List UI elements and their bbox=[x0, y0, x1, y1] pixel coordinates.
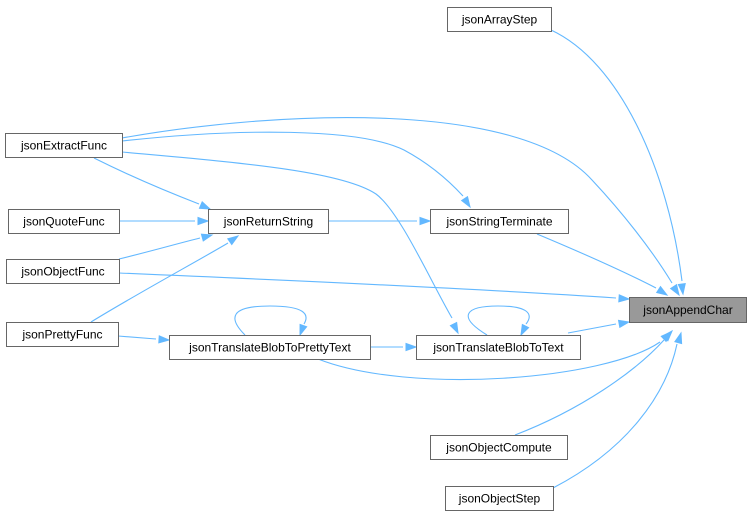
edges-layer bbox=[90, 29, 686, 489]
arrowhead bbox=[661, 329, 674, 342]
edge-jsonQuoteFunc-to-jsonReturnString bbox=[119, 216, 210, 226]
node-label: jsonPrettyFunc bbox=[21, 328, 102, 342]
node-jsonQuoteFunc[interactable]: jsonQuoteFunc bbox=[8, 209, 120, 234]
edge-line bbox=[234, 305, 307, 336]
edge-line bbox=[118, 272, 617, 299]
edge-line bbox=[567, 323, 617, 334]
arrowhead bbox=[419, 216, 432, 226]
node-label: jsonStringTerminate bbox=[445, 215, 552, 229]
node-label: jsonExtractFunc bbox=[20, 139, 107, 153]
node-jsonTranslateBlobToPrettyText[interactable]: jsonTranslateBlobToPrettyText bbox=[169, 335, 371, 360]
node-box[interactable] bbox=[6, 322, 119, 347]
node-jsonReturnString[interactable]: jsonReturnString bbox=[208, 209, 329, 234]
edge-line bbox=[121, 117, 673, 284]
arrowhead bbox=[655, 285, 669, 296]
edge-jsonObjectFunc-to-jsonReturnString bbox=[118, 233, 214, 260]
node-box[interactable] bbox=[416, 335, 581, 360]
edge-jsonObjectFunc-to-jsonAppendChar bbox=[118, 272, 631, 303]
arrowhead bbox=[449, 321, 459, 335]
edge-jsonTranslateBlobToText-to-jsonTranslateBlobToText bbox=[467, 305, 530, 337]
arrowhead bbox=[198, 200, 212, 210]
node-label: jsonReturnString bbox=[223, 215, 313, 229]
arrowhead bbox=[299, 323, 308, 337]
arrowhead bbox=[617, 319, 631, 329]
edge-line bbox=[121, 151, 453, 319]
edge-line bbox=[118, 237, 201, 260]
node-jsonExtractFunc[interactable]: jsonExtractFunc bbox=[5, 133, 123, 158]
node-box[interactable] bbox=[6, 259, 120, 284]
node-jsonAppendChar[interactable]: jsonAppendChar bbox=[629, 297, 747, 323]
node-box[interactable] bbox=[447, 7, 552, 32]
node-label: jsonObjectStep bbox=[458, 492, 541, 506]
node-jsonArrayStep[interactable]: jsonArrayStep bbox=[447, 7, 552, 32]
edge-line bbox=[90, 242, 229, 323]
node-jsonObjectCompute[interactable]: jsonObjectCompute bbox=[430, 435, 568, 460]
arrowhead bbox=[618, 294, 631, 303]
arrowhead bbox=[197, 216, 210, 226]
node-label: jsonAppendChar bbox=[642, 303, 732, 317]
edge-jsonObjectStep-to-jsonAppendChar bbox=[552, 331, 683, 489]
edge-line bbox=[514, 339, 665, 436]
edge-line bbox=[317, 341, 661, 381]
node-box[interactable] bbox=[629, 297, 747, 323]
edge-jsonReturnString-to-jsonStringTerminate bbox=[328, 216, 432, 226]
node-box[interactable] bbox=[208, 209, 329, 234]
edge-line bbox=[550, 29, 683, 282]
edge-jsonObjectCompute-to-jsonAppendChar bbox=[514, 329, 674, 436]
node-box[interactable] bbox=[445, 486, 554, 511]
edge-jsonExtractFunc-to-jsonTranslateBlobToText bbox=[121, 151, 459, 335]
node-jsonStringTerminate[interactable]: jsonStringTerminate bbox=[430, 209, 569, 234]
node-label: jsonObjectFunc bbox=[20, 265, 104, 279]
edge-jsonArrayStep-to-jsonAppendChar bbox=[550, 29, 686, 296]
edge-line bbox=[467, 305, 530, 336]
edge-jsonTranslateBlobToText-to-jsonAppendChar bbox=[567, 319, 631, 334]
node-box[interactable] bbox=[169, 335, 371, 360]
node-box[interactable] bbox=[430, 435, 568, 460]
edge-jsonTranslateBlobToPrettyText-to-jsonTranslateBlobToPrettyText bbox=[234, 305, 308, 337]
edge-line bbox=[536, 233, 657, 289]
nodes-layer: jsonArrayStep jsonExtractFunc jsonQuoteFun… bbox=[5, 7, 747, 511]
node-jsonPrettyFunc[interactable]: jsonPrettyFunc bbox=[6, 322, 119, 347]
edge-jsonTranslateBlobToPrettyText-to-jsonTranslateBlobToText bbox=[370, 342, 418, 352]
node-box[interactable] bbox=[430, 209, 569, 234]
arrowhead bbox=[158, 335, 171, 344]
node-jsonObjectStep[interactable]: jsonObjectStep bbox=[445, 486, 554, 511]
node-label: jsonArrayStep bbox=[461, 13, 538, 27]
edge-line bbox=[117, 335, 157, 340]
edge-line bbox=[93, 157, 200, 205]
edge-jsonExtractFunc-to-jsonStringTerminate bbox=[121, 131, 471, 209]
arrowhead bbox=[677, 283, 686, 296]
node-label: jsonObjectCompute bbox=[445, 441, 552, 455]
arrowhead bbox=[669, 283, 680, 297]
arrowhead bbox=[200, 233, 214, 242]
node-jsonObjectFunc[interactable]: jsonObjectFunc bbox=[6, 259, 120, 284]
node-label: jsonQuoteFunc bbox=[22, 215, 104, 229]
arrowhead bbox=[674, 331, 683, 345]
node-label: jsonTranslateBlobToText bbox=[432, 341, 564, 355]
arrowhead bbox=[405, 342, 418, 352]
arrowhead bbox=[226, 235, 240, 246]
edge-line bbox=[552, 343, 678, 489]
edge-jsonPrettyFunc-to-jsonReturnString bbox=[90, 235, 240, 323]
edge-jsonExtractFunc-to-jsonReturnString bbox=[93, 157, 212, 210]
edge-jsonExtractFunc-to-jsonAppendChar bbox=[121, 117, 680, 297]
arrowhead bbox=[460, 195, 471, 209]
node-box[interactable] bbox=[5, 133, 123, 158]
edge-jsonStringTerminate-to-jsonAppendChar bbox=[536, 233, 669, 296]
node-label: jsonTranslateBlobToPrettyText bbox=[188, 341, 351, 355]
edge-jsonPrettyFunc-to-jsonTranslateBlobToPrettyText bbox=[117, 335, 171, 344]
arrowhead bbox=[520, 323, 530, 337]
node-box[interactable] bbox=[8, 209, 120, 234]
node-jsonTranslateBlobToText[interactable]: jsonTranslateBlobToText bbox=[416, 335, 581, 360]
edge-line bbox=[121, 131, 464, 197]
